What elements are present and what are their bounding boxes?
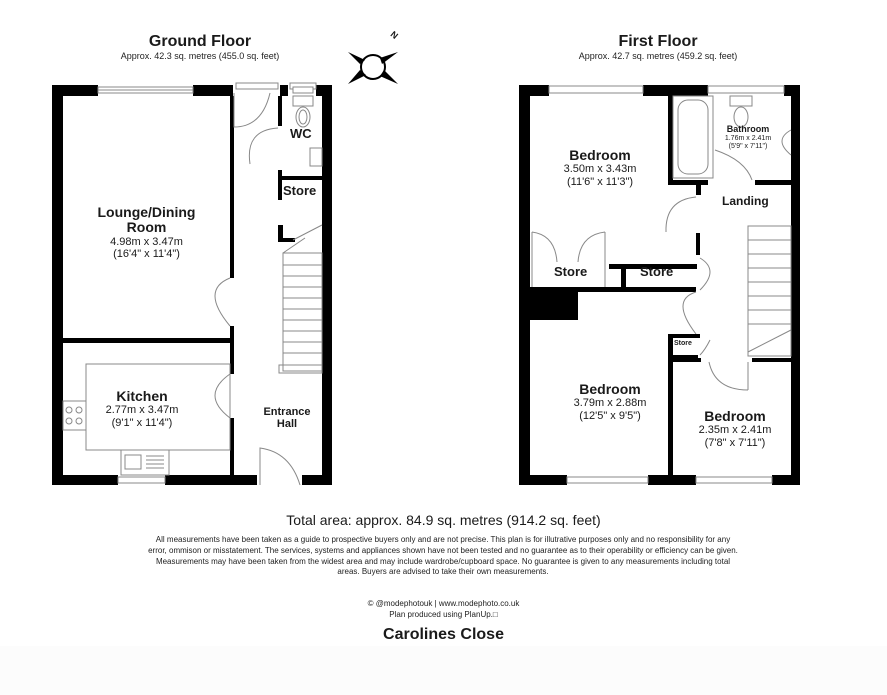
ground-stairs <box>278 224 323 374</box>
room-lounge-dining: Lounge/Dining Room 4.98m x 3.47m (16'4" … <box>63 204 230 261</box>
property-address: Carolines Close <box>383 626 504 643</box>
room-bedroom-1: Bedroom 3.50m x 3.43m (11'6" x 11'3") <box>545 147 655 189</box>
room-name: Hall <box>276 418 298 431</box>
room-imperial: (16'4" x 11'4") <box>113 248 180 261</box>
room-metric: 2.77m x 3.47m <box>105 404 179 417</box>
room-name: Lounge/Dining <box>97 204 196 220</box>
room-metric: 3.50m x 3.43m <box>563 163 637 176</box>
room-imperial: (9'1" x 11'4") <box>111 417 173 430</box>
compass-icon <box>348 52 398 84</box>
ground-floor-plan <box>52 82 332 486</box>
first-floor-plan <box>519 85 800 485</box>
room-kitchen: Kitchen 2.77m x 3.47m (9'1" x 11'4") <box>86 388 198 430</box>
first-floor-area: Approx. 42.7 sq. metres (459.2 sq. feet) <box>578 51 738 61</box>
room-bathroom: Bathroom 1.76m x 2.41m (5'9" x 7'11") <box>713 124 783 151</box>
total-area: Total area: approx. 84.9 sq. metres (914… <box>286 512 601 528</box>
room-metric: 1.76m x 2.41m <box>724 134 772 142</box>
first-floor-stairs <box>747 225 792 357</box>
ground-floor-area: Approx. 42.3 sq. metres (455.0 sq. feet) <box>120 51 280 61</box>
ground-floor-title: Ground Floor <box>148 33 252 50</box>
room-imperial: (7'8" x 7'11") <box>704 437 766 450</box>
room-name: Room <box>126 219 167 236</box>
room-entrance-hall: Entrance Hall <box>252 406 322 430</box>
room-name: Entrance <box>263 406 311 418</box>
room-metric: 3.79m x 2.88m <box>573 397 647 410</box>
room-bedroom-2: Bedroom 3.79m x 2.88m (12'5" x 9'5") <box>555 381 665 423</box>
room-wc: WC <box>290 126 312 141</box>
room-imperial: (12'5" x 9'5") <box>579 410 641 423</box>
first-floor-title: First Floor <box>618 33 698 50</box>
room-store-2: Store <box>640 264 674 279</box>
room-store-1: Store <box>554 264 588 279</box>
room-name: Bathroom <box>726 124 770 134</box>
room-bedroom-3: Bedroom 2.35m x 2.41m (7'8" x 7'11") <box>680 408 790 450</box>
credit-line: © @modephotouk | www.modephoto.co.uk <box>367 599 520 608</box>
room-imperial: (5'9" x 7'11") <box>728 142 768 150</box>
room-imperial: (11'6" x 11'3") <box>566 176 634 189</box>
bottom-margin <box>0 646 887 695</box>
planup-credit: Plan produced using PlanUp.□ <box>389 610 498 619</box>
room-name: Bedroom <box>569 147 631 163</box>
room-name: Kitchen <box>116 388 168 404</box>
room-metric: 2.35m x 2.41m <box>698 424 772 437</box>
room-store-3: Store <box>674 340 692 347</box>
room-store: Store <box>283 183 317 198</box>
disclaimer: All measurements have been taken as a gu… <box>148 535 738 577</box>
room-metric: 4.98m x 3.47m <box>110 235 183 248</box>
room-landing: Landing <box>722 194 769 208</box>
room-name: Bedroom <box>579 381 641 397</box>
room-name: Bedroom <box>704 408 766 424</box>
